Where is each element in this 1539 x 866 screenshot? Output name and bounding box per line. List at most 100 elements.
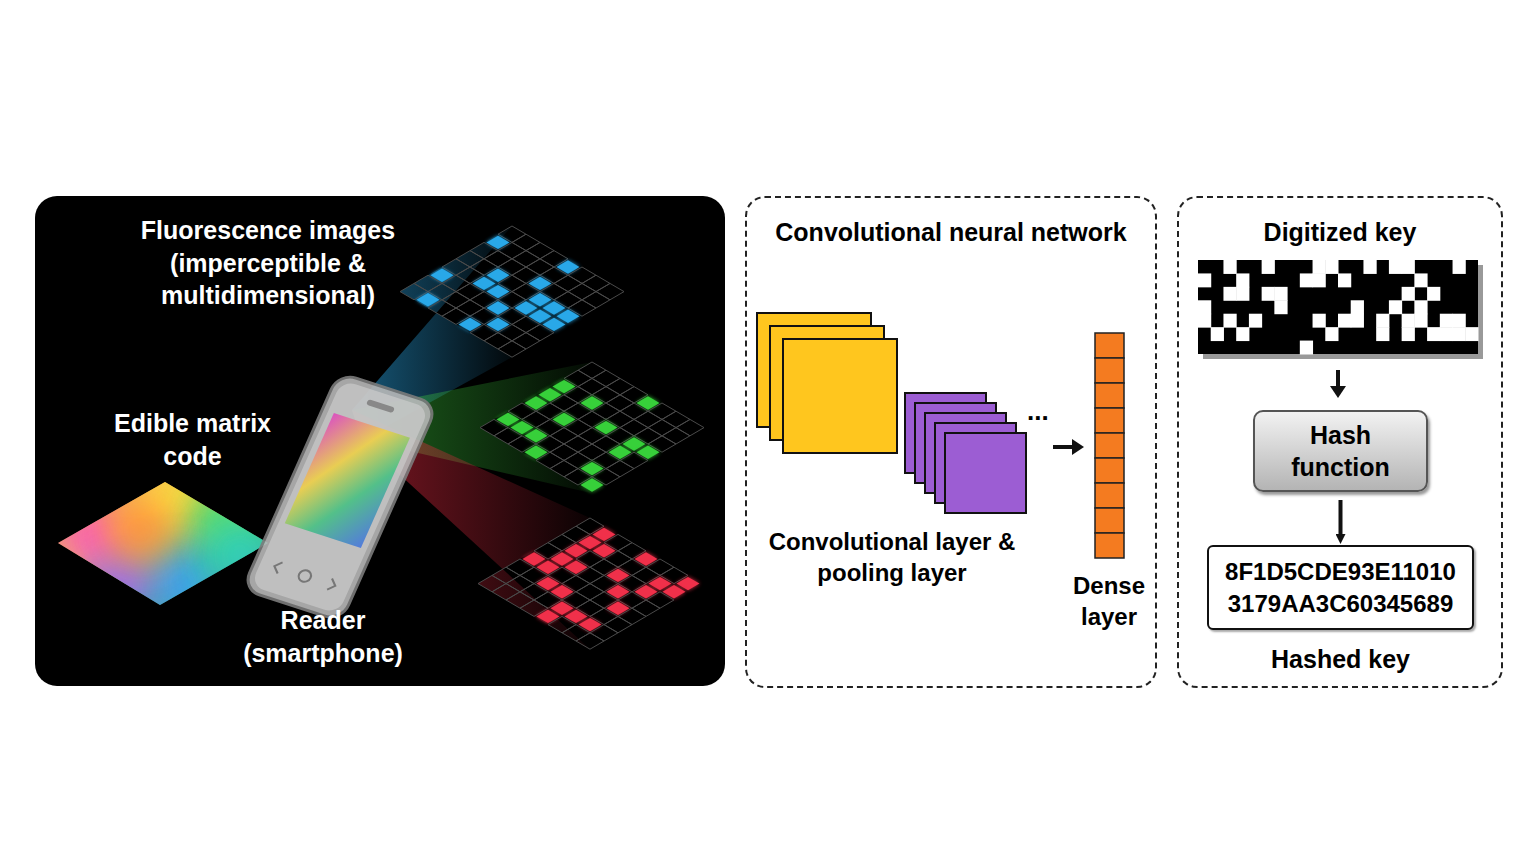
empty-cell bbox=[592, 370, 620, 386]
barcode-bit bbox=[1414, 273, 1427, 287]
node-text: Dense layer bbox=[1064, 570, 1154, 632]
barcode-bit bbox=[1414, 300, 1427, 314]
cell-glow bbox=[649, 577, 672, 590]
empty-cell bbox=[498, 242, 526, 258]
lit-cell bbox=[593, 544, 616, 557]
cell-glow bbox=[557, 309, 580, 322]
cell-glow bbox=[565, 560, 588, 573]
cell-glow bbox=[511, 421, 534, 434]
empty-cell bbox=[604, 551, 632, 567]
lit-cell bbox=[487, 236, 510, 249]
cell-glow bbox=[579, 536, 602, 549]
barcode-bit bbox=[1351, 314, 1364, 328]
node-text: Edible matrix code bbox=[110, 407, 275, 472]
fluorescence-grid bbox=[478, 518, 699, 649]
empty-cell bbox=[578, 362, 606, 378]
lit-cell bbox=[579, 618, 602, 631]
empty-cell bbox=[526, 242, 554, 258]
lit-cell bbox=[595, 421, 618, 434]
ellipsis-label: ... bbox=[1027, 396, 1049, 427]
empty-cell bbox=[506, 575, 534, 591]
barcode-bit bbox=[1325, 327, 1338, 341]
empty-cell bbox=[662, 411, 690, 427]
empty-cell bbox=[512, 316, 540, 332]
empty-cell bbox=[536, 452, 564, 468]
edible-matrix-code bbox=[50, 466, 280, 619]
cell-glow bbox=[607, 569, 630, 582]
barcode-bit bbox=[1236, 327, 1249, 341]
barcode bbox=[1198, 260, 1478, 354]
barcode-bit bbox=[1198, 314, 1211, 328]
lit-cell bbox=[417, 293, 440, 306]
lit-cell bbox=[551, 585, 574, 598]
lit-cell bbox=[553, 413, 576, 426]
cell-glow bbox=[459, 318, 482, 331]
lit-cell bbox=[525, 429, 548, 442]
lit-cell bbox=[551, 601, 574, 614]
empty-cell bbox=[578, 444, 606, 460]
node-text: Convolutional layer & pooling layer bbox=[757, 526, 1027, 588]
lit-cell bbox=[557, 309, 580, 322]
barcode-bit bbox=[1376, 314, 1389, 328]
empty-cell bbox=[568, 267, 596, 283]
barcode-bit bbox=[1427, 327, 1440, 341]
empty-cell bbox=[498, 341, 526, 357]
barcode-bit bbox=[1389, 260, 1402, 274]
barcode-bit bbox=[1198, 273, 1211, 287]
empty-cell bbox=[456, 283, 484, 299]
dense-unit bbox=[1095, 408, 1124, 433]
empty-cell bbox=[520, 584, 548, 600]
empty-cell bbox=[494, 428, 522, 444]
barcode-bit bbox=[1440, 314, 1453, 328]
empty-cell bbox=[480, 419, 508, 435]
empty-cell bbox=[646, 592, 674, 608]
empty-cell bbox=[484, 333, 512, 349]
empty-cell bbox=[548, 616, 576, 632]
lit-cell bbox=[431, 268, 454, 281]
empty-cell bbox=[550, 460, 578, 476]
arrow-head bbox=[1072, 439, 1084, 455]
cell-glow bbox=[487, 268, 510, 281]
cell-glow bbox=[543, 301, 566, 314]
cell-glow bbox=[523, 552, 546, 565]
pooled-map bbox=[945, 433, 1026, 513]
empty-cell bbox=[554, 275, 582, 291]
barcode-bit bbox=[1338, 314, 1351, 328]
arrow-head bbox=[1330, 386, 1346, 398]
empty-cell bbox=[606, 460, 634, 476]
barcode-bit bbox=[1402, 314, 1415, 328]
lit-cell bbox=[637, 396, 660, 409]
cell-glow bbox=[581, 462, 604, 475]
panel: Convolutional neural networkConvolutiona… bbox=[745, 196, 1157, 688]
empty-cell bbox=[648, 403, 676, 419]
cell-glow bbox=[529, 309, 552, 322]
lit-cell bbox=[529, 277, 552, 290]
barcode-bit bbox=[1338, 273, 1351, 287]
empty-cell bbox=[512, 251, 540, 267]
dense-unit bbox=[1095, 358, 1124, 383]
barcode-bit bbox=[1223, 260, 1236, 274]
lit-cell bbox=[581, 396, 604, 409]
empty-cell bbox=[442, 275, 470, 291]
barcode-bit bbox=[1236, 273, 1249, 287]
cell-glow bbox=[595, 421, 618, 434]
lit-cell bbox=[487, 268, 510, 281]
phone-body bbox=[242, 373, 437, 622]
cell-glow bbox=[487, 285, 510, 298]
cell-glow bbox=[663, 585, 686, 598]
barcode-bit bbox=[1351, 300, 1364, 314]
barcode-bit bbox=[1223, 314, 1236, 328]
empty-cell bbox=[592, 403, 620, 419]
lit-cell bbox=[487, 318, 510, 331]
cell-glow bbox=[543, 318, 566, 331]
empty-cell bbox=[498, 324, 526, 340]
empty-cell bbox=[582, 292, 610, 308]
barcode-bit bbox=[1363, 260, 1376, 274]
empty-cell bbox=[550, 395, 578, 411]
lit-cell bbox=[487, 285, 510, 298]
barcode-bit bbox=[1262, 260, 1275, 274]
back-button bbox=[272, 561, 283, 574]
barcode-bit bbox=[1402, 327, 1415, 341]
empty-cell bbox=[478, 575, 506, 591]
fluorescence-illustration bbox=[35, 196, 725, 686]
